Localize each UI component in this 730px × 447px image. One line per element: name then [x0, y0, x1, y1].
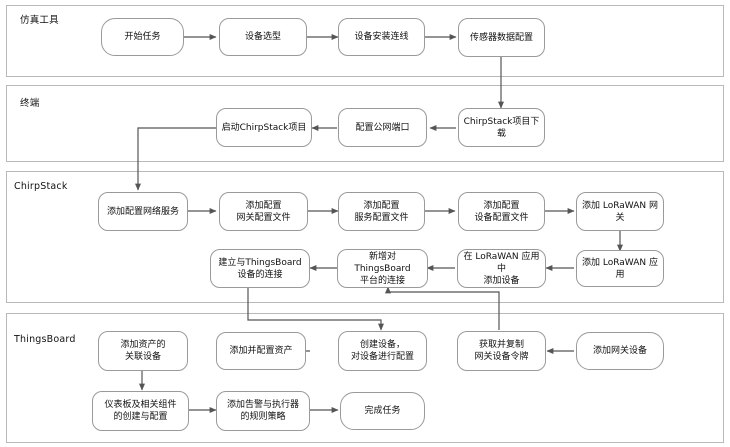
node-add-network-server[interactable]: 添加配置网络服务 — [98, 192, 188, 231]
node-add-gateway-device[interactable]: 添加网关设备 — [576, 332, 664, 370]
node-configure-public-port[interactable]: 配置公网端口 — [338, 108, 427, 147]
node-finish-task[interactable]: 完成任务 — [340, 392, 425, 430]
node-add-configure-asset[interactable]: 添加并配置资产 — [216, 332, 306, 370]
node-add-service-profile[interactable]: 添加配置 服务配置文件 — [338, 192, 425, 231]
band-terminal — [6, 85, 724, 162]
node-add-lorawan-gateway[interactable]: 添加 LoRaWAN 网关 — [576, 192, 664, 231]
node-add-gateway-profile[interactable]: 添加配置 网关配置文件 — [219, 192, 308, 231]
node-sensor-data-config[interactable]: 传感器数据配置 — [458, 18, 545, 57]
node-device-selection[interactable]: 设备选型 — [219, 18, 307, 56]
node-dashboard-creation-config[interactable]: 仪表板及相关组件 的创建与配置 — [92, 391, 189, 431]
node-chirpstack-project-download[interactable]: ChirpStack项目下载 — [458, 108, 545, 147]
node-build-thingsboard-device-link[interactable]: 建立与ThingsBoard 设备的连接 — [210, 249, 310, 288]
node-create-and-configure-device[interactable]: 创建设备， 对设备进行配置 — [338, 331, 427, 371]
node-device-install-wiring[interactable]: 设备安装连线 — [338, 18, 425, 56]
band-label-chirpstack: ChirpStack — [14, 181, 68, 192]
node-copy-gateway-token[interactable]: 获取并复制 网关设备令牌 — [457, 331, 546, 371]
node-start-task[interactable]: 开始任务 — [101, 18, 184, 56]
node-alarm-rule-strategy[interactable]: 添加告警与执行器 的规则策略 — [216, 391, 310, 431]
band-label-thingsboard: ThingsBoard — [14, 334, 76, 345]
node-add-device-in-application[interactable]: 在 LoRaWAN 应用中 添加设备 — [457, 249, 546, 288]
node-add-lorawan-application[interactable]: 添加 LoRaWAN 应用 — [576, 250, 664, 287]
band-simulation — [6, 5, 724, 77]
band-label-terminal: 终端 — [20, 98, 40, 109]
node-add-asset-related-device[interactable]: 添加资产的 关联设备 — [98, 331, 188, 371]
band-label-simulation: 仿真工具 — [20, 15, 59, 26]
node-start-chirpstack-project[interactable]: 启动ChirpStack项目 — [216, 108, 312, 147]
node-add-device-profile[interactable]: 添加配置 设备配置文件 — [458, 192, 545, 231]
node-add-thingsboard-connection[interactable]: 新增对ThingsBoard 平台的连接 — [337, 249, 428, 288]
